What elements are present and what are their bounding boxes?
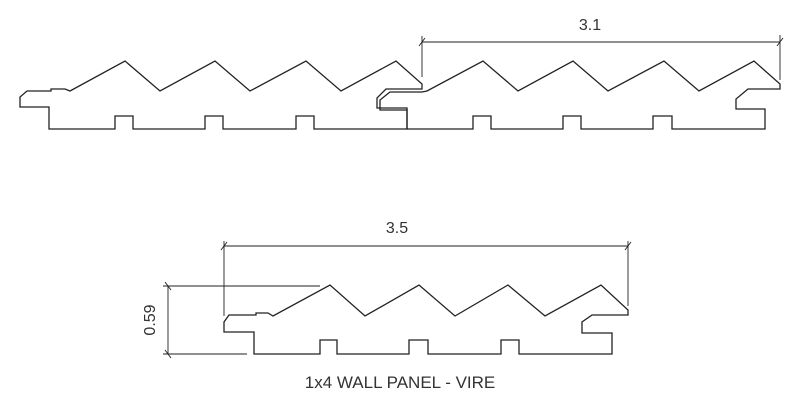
dimension-panel-width: 3.5: [220, 220, 632, 316]
dimension-label-3-1: 3.1: [579, 17, 601, 34]
dimension-label-3-5: 3.5: [386, 220, 408, 237]
right-panel-profile: [379, 60, 781, 130]
drawing-caption: 1x4 WALL PANEL - VIRE: [305, 373, 496, 392]
dimension-top-width: 3.1: [418, 17, 784, 80]
single-panel-profile: [223, 284, 629, 355]
left-panel-profile: [19, 60, 423, 130]
dimension-label-0-59: 0.59: [142, 304, 159, 335]
dimension-panel-thickness: 0.59: [142, 281, 320, 359]
